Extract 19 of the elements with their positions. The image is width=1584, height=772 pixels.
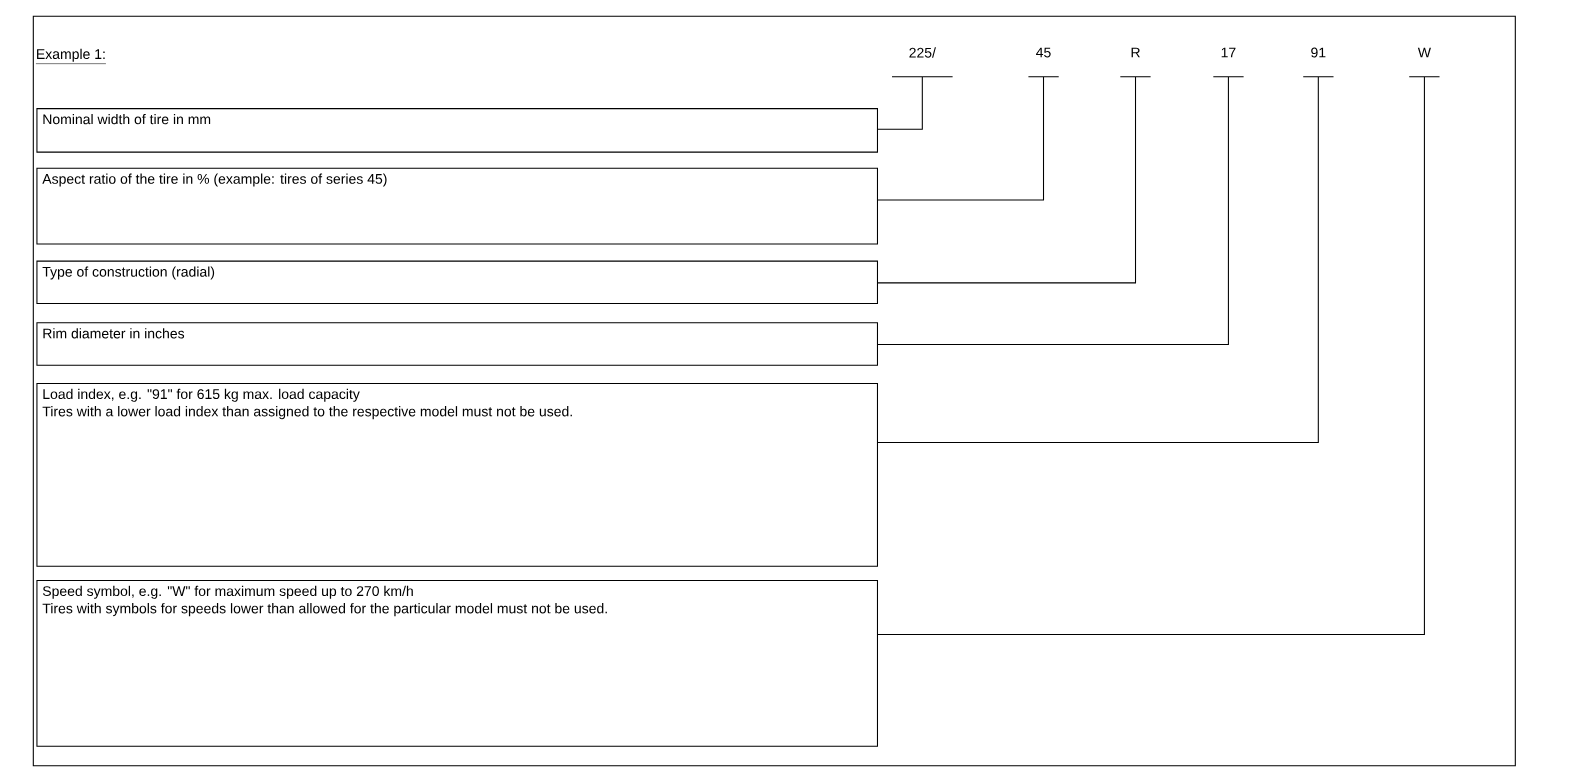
code-label: 17 [1221, 47, 1236, 58]
leader-line [877, 76, 1335, 444]
code-label: R [1131, 47, 1140, 58]
leader-line [877, 76, 1152, 284]
code-label: 91 [1311, 47, 1326, 58]
text-box: Type of construction (radial) [36, 260, 878, 305]
code-label: 45 [1036, 47, 1051, 58]
code-label: W [1417, 47, 1431, 58]
leader-line [877, 76, 954, 130]
example-heading: Example 1: [35, 48, 107, 64]
text-box: Load index, e.g. "91" for 615 kg max. load capacity Tires with a lower load index than assigned to the respective model must not be used. [36, 382, 878, 567]
text-box: Nominal width of tire in mm [36, 108, 878, 153]
code-label: 225/ [909, 47, 936, 58]
leader-line [877, 76, 1060, 201]
leader-line [877, 76, 1441, 635]
text-box: Speed symbol, e.g. "W" for maximum speed up to 270 km/h Tires with symbols for speeds lower than allowed for the particular model must not be used. [36, 579, 878, 747]
leader-line [877, 76, 1245, 346]
text-box: Rim diameter in inches [36, 322, 878, 366]
text-box: Aspect ratio of the tire in % (example: tires of series 45) [36, 167, 878, 245]
